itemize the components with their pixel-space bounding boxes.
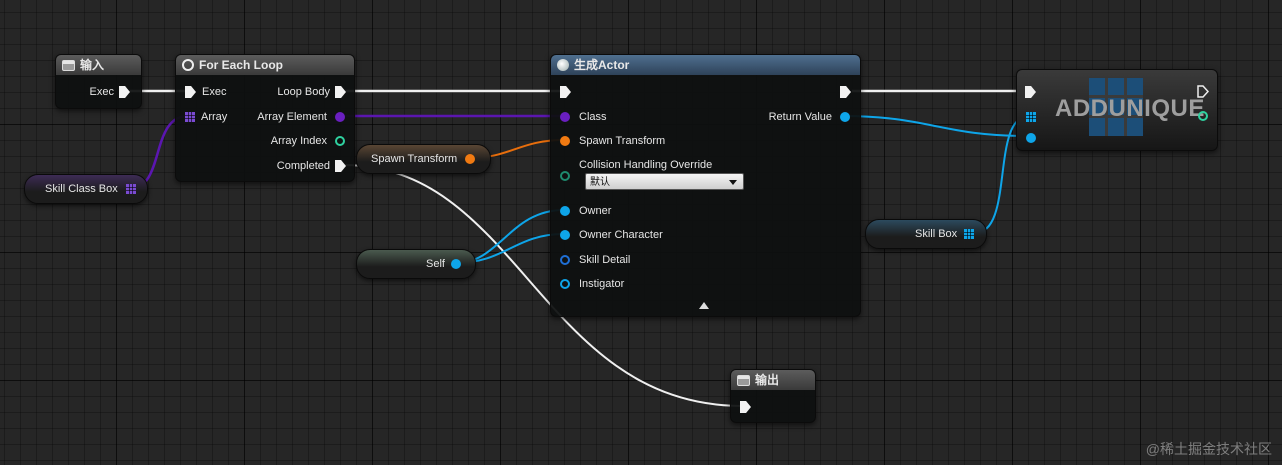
spawn-instigator-label: Instigator [579, 278, 625, 290]
actor-icon [557, 59, 569, 71]
watermark: @稀土掘金技术社区 [1145, 441, 1272, 457]
spawn-skill-detail-label: Skill Detail [579, 254, 631, 266]
foreach-array-pin[interactable] [185, 112, 195, 122]
foreach-loopbody-pin[interactable] [335, 86, 346, 98]
self-node[interactable]: Self [356, 249, 476, 279]
skill-class-box-label: Skill Class Box [45, 183, 118, 195]
addunique-exec-in-pin[interactable] [1025, 86, 1036, 98]
addunique-item-pin[interactable] [1026, 133, 1036, 143]
skill-box-variable[interactable]: Skill Box [865, 219, 987, 249]
skill-class-box-pin[interactable] [126, 184, 136, 194]
spawn-transform-var-label: Spawn Transform [371, 153, 458, 165]
input-node[interactable]: 输入 Exec [55, 54, 142, 109]
skill-class-box-variable[interactable]: Skill Class Box [24, 174, 148, 204]
spawn-exec-in-pin[interactable] [560, 86, 571, 98]
output-node-title: 输出 [755, 373, 780, 387]
spawn-transform-label: Spawn Transform [579, 135, 666, 147]
spawn-owner-character-pin[interactable] [560, 230, 570, 240]
foreach-arrayelement-pin[interactable] [335, 112, 345, 122]
foreach-array-label: Array [201, 111, 228, 123]
event-icon [62, 59, 75, 71]
event-icon [737, 374, 750, 386]
output-node-header[interactable]: 输出 [731, 370, 815, 390]
addunique-title: ADDUNIQUE [1055, 95, 1205, 122]
output-exec-pin[interactable] [740, 401, 751, 413]
spawn-instigator-pin[interactable] [560, 279, 570, 289]
input-exec-pin[interactable] [119, 86, 130, 98]
collision-dropdown-value: 默认 [590, 177, 610, 188]
addunique-index-out-pin[interactable] [1198, 111, 1208, 121]
foreach-exec-in-label: Exec [202, 86, 227, 98]
wire-returnvalue-to-addunique[interactable] [841, 115, 1030, 137]
loop-icon [182, 59, 194, 71]
spawn-exec-out-pin[interactable] [840, 86, 851, 98]
spawn-owner-label: Owner [579, 205, 612, 217]
self-pin[interactable] [451, 259, 461, 269]
spawn-returnvalue-pin[interactable] [840, 112, 850, 122]
collapse-arrow-icon[interactable] [699, 302, 709, 309]
skill-box-label: Skill Box [915, 228, 958, 240]
foreach-completed-label: Completed [276, 160, 330, 172]
foreach-loopbody-label: Loop Body [277, 86, 330, 98]
chevron-down-icon [729, 180, 737, 185]
addunique-target-array-pin[interactable] [1026, 112, 1036, 122]
foreach-exec-in-pin[interactable] [185, 86, 196, 98]
foreach-node-title: For Each Loop [199, 58, 283, 72]
foreach-arrayelement-label: Array Element [257, 111, 327, 123]
spawn-class-pin[interactable] [560, 112, 570, 122]
spawn-owner-pin[interactable] [560, 206, 570, 216]
input-node-header[interactable]: 输入 [56, 55, 141, 75]
collision-dropdown[interactable]: 默认 [585, 173, 744, 190]
spawn-skill-detail-pin[interactable] [560, 255, 570, 265]
spawn-class-label: Class [579, 111, 607, 123]
addunique-node[interactable]: ADDUNIQUE [1016, 69, 1218, 151]
spawn-transform-pin[interactable] [560, 136, 570, 146]
spawn-collision-label: Collision Handling Override [579, 159, 713, 171]
input-exec-label: Exec [89, 86, 114, 98]
output-node[interactable]: 输出 [730, 369, 816, 423]
spawn-actor-title: 生成Actor [574, 58, 630, 72]
foreach-arrayindex-label: Array Index [270, 135, 327, 147]
skill-box-pin[interactable] [964, 229, 974, 239]
self-label: Self [426, 258, 445, 270]
spawn-transform-variable[interactable]: Spawn Transform [356, 144, 491, 174]
spawn-owner-character-label: Owner Character [579, 229, 663, 241]
spawn-returnvalue-label: Return Value [768, 111, 832, 123]
foreach-arrayindex-pin[interactable] [335, 136, 345, 146]
spawn-actor-node[interactable]: 生成Actor Class Return Value Spawn Transfo… [550, 54, 861, 317]
foreach-completed-pin[interactable] [335, 160, 346, 172]
foreach-node-header[interactable]: For Each Loop [176, 55, 354, 75]
spawn-actor-header[interactable]: 生成Actor [551, 55, 860, 75]
spawn-transform-var-pin[interactable] [465, 154, 475, 164]
addunique-exec-out-pin[interactable] [1197, 85, 1209, 98]
foreach-node[interactable]: For Each Loop Exec Array Loop Body Array… [175, 54, 355, 182]
input-node-title: 输入 [80, 58, 105, 72]
spawn-collision-pin[interactable] [560, 171, 570, 181]
array-grid-icon [1089, 78, 1143, 136]
